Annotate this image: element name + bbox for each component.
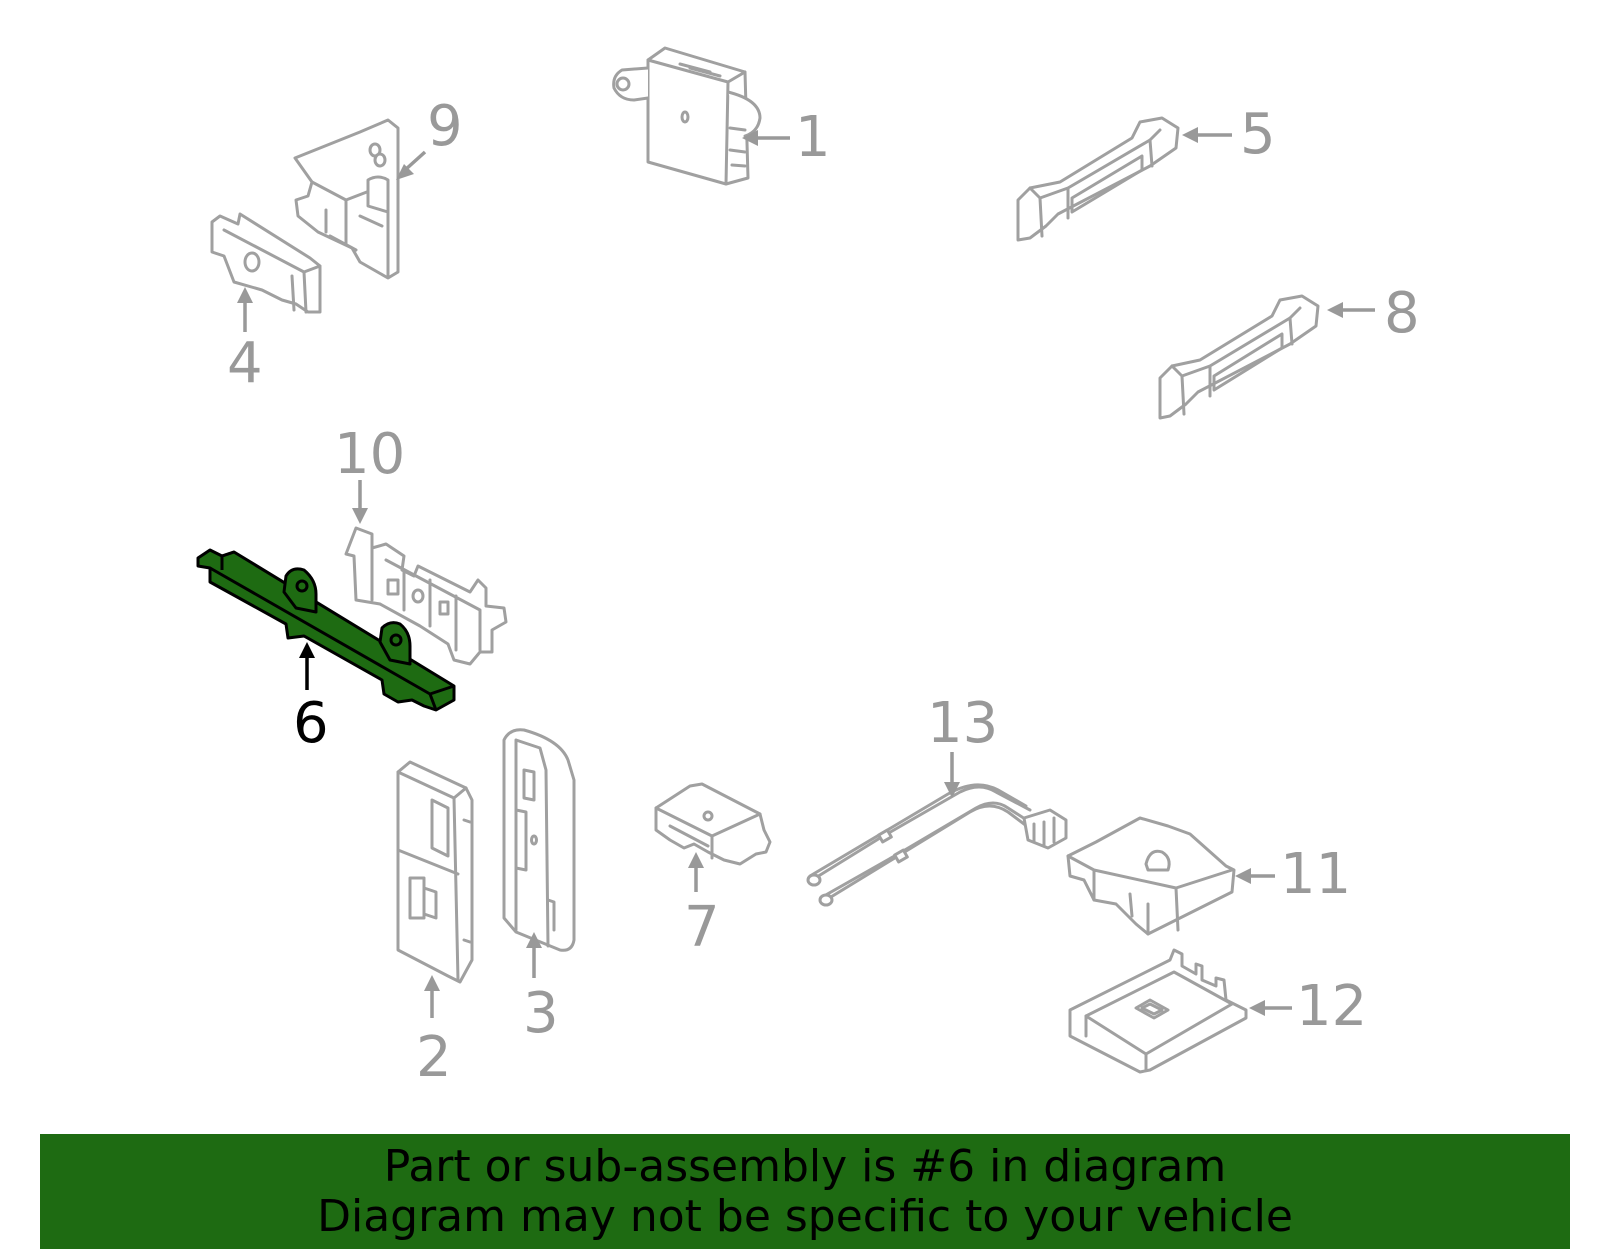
svg-text:5: 5: [1240, 102, 1276, 167]
parts-diagram: 1 9 4 5: [196, 46, 1420, 1090]
part-10-bracket[interactable]: [344, 526, 508, 666]
part-9-bracket[interactable]: [293, 118, 400, 280]
part-4-clip[interactable]: [210, 212, 322, 314]
part-1-module[interactable]: [612, 46, 762, 186]
part-12-cover[interactable]: [1068, 948, 1248, 1074]
callout-7: 7: [684, 852, 720, 960]
info-banner: Part or sub-assembly is #6 in diagram Di…: [40, 1134, 1570, 1249]
part-5-antenna[interactable]: [1016, 116, 1180, 242]
callout-9: 9: [396, 94, 463, 180]
callout-3: 3: [523, 932, 559, 1046]
callout-5: 5: [1182, 102, 1276, 167]
banner-line-part: Part or sub-assembly is #6 in diagram: [383, 1141, 1227, 1192]
part-13-harness[interactable]: [806, 783, 1068, 907]
svg-text:11: 11: [1280, 842, 1351, 907]
callout-12: 12: [1249, 974, 1367, 1039]
part-11-receiver[interactable]: [1066, 816, 1236, 936]
svg-text:12: 12: [1296, 974, 1367, 1039]
svg-text:6: 6: [293, 691, 329, 756]
svg-text:13: 13: [927, 691, 998, 756]
part-2-key-fob[interactable]: [396, 760, 474, 984]
part-6-antenna-rail[interactable]: [196, 548, 456, 712]
part-8-antenna[interactable]: [1158, 294, 1320, 420]
callout-8: 8: [1327, 281, 1420, 346]
svg-text:4: 4: [227, 331, 263, 396]
callout-6: 6: [293, 642, 329, 756]
part-7-sensor[interactable]: [654, 782, 772, 866]
callout-10: 10: [334, 422, 405, 524]
svg-text:9: 9: [427, 94, 463, 159]
svg-text:1: 1: [795, 105, 831, 170]
callout-13: 13: [927, 691, 998, 798]
svg-text:8: 8: [1384, 281, 1420, 346]
part-3-key-case[interactable]: [502, 728, 576, 952]
banner-line-disclaimer: Diagram may not be specific to your vehi…: [317, 1191, 1293, 1242]
callout-1: 1: [742, 105, 831, 170]
callout-4: 4: [227, 287, 263, 396]
svg-text:7: 7: [684, 895, 720, 960]
svg-text:10: 10: [334, 422, 405, 487]
callout-2: 2: [416, 975, 452, 1090]
svg-text:3: 3: [523, 981, 559, 1046]
svg-text:2: 2: [416, 1025, 452, 1090]
callout-11: 11: [1235, 842, 1351, 907]
